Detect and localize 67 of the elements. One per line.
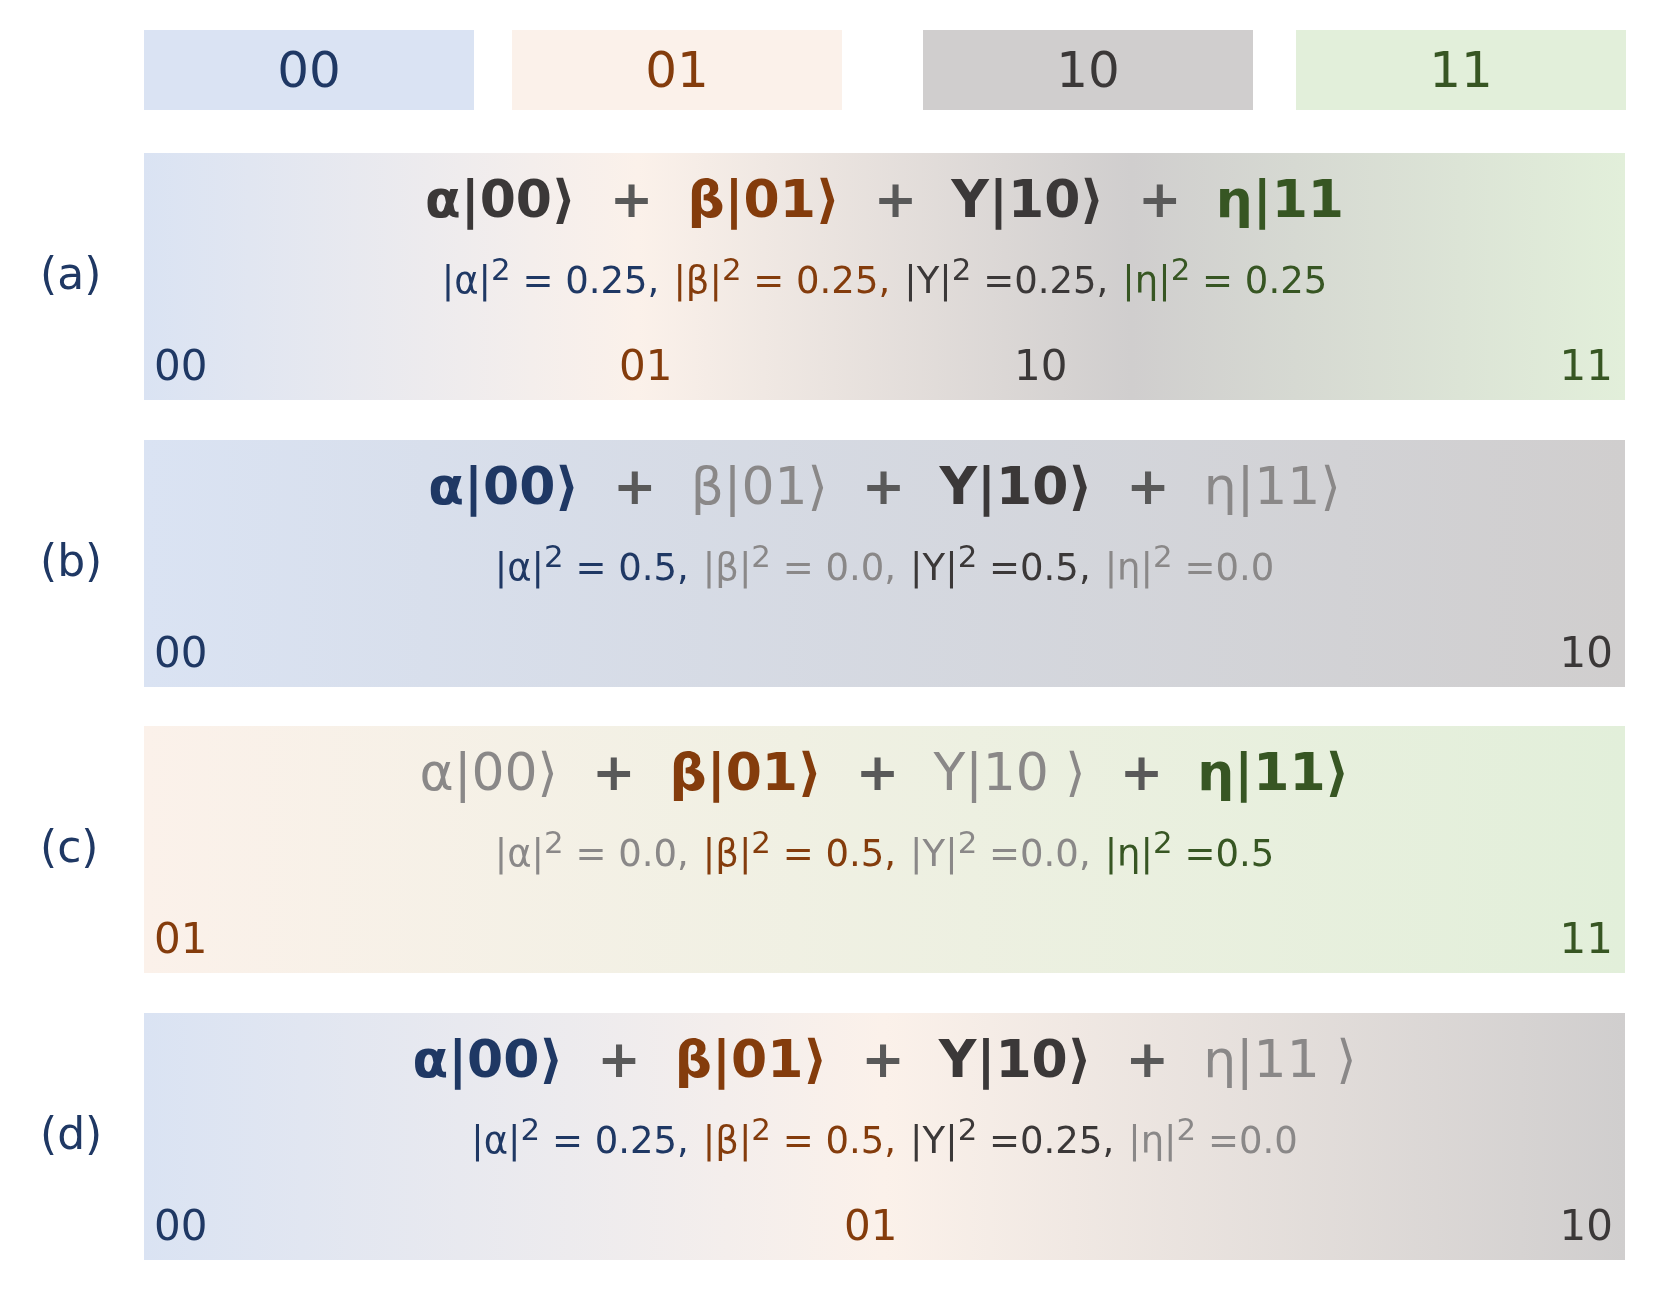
probability-text: |Y|$^{2}$ =0.5, [910,538,1091,590]
plus-sign: + [613,456,657,516]
probability-text: |α|$^{2}$ = 0.25, [441,251,660,303]
basis-label: 11 [1559,914,1613,963]
probability-text: |β|$^{2}$ = 0.5, [702,1111,897,1163]
probability-text: |Y|$^{2}$ =0.25, [904,251,1109,303]
plus-sign: + [1138,169,1182,229]
plus-sign: + [1125,1029,1170,1089]
state-term: Y|10⟩ [951,169,1105,229]
row-label: (c) [40,821,99,872]
probability-text: |η|$^{2}$ =0.5 [1104,824,1275,876]
state-term: η|11 ⟩ [1203,1029,1357,1089]
state-band [144,153,1625,400]
basis-label: 11 [1559,341,1613,390]
probability-text: |β|$^{2}$ = 0.0, [702,538,897,590]
plus-sign: + [1126,456,1170,516]
state-band [144,726,1625,973]
row-label: (b) [40,535,103,586]
plus-sign: + [873,169,918,229]
state-band [144,440,1625,687]
state-term: Y|10⟩ [938,1029,1092,1089]
plus-sign: + [597,1029,641,1089]
state-band [144,1013,1625,1260]
basis-label: 00 [154,628,208,677]
plus-sign: + [591,742,636,802]
probability-text: |η|$^{2}$ = 0.25 [1122,251,1328,303]
state-term: α|00⟩ [428,456,580,516]
basis-label: 01 [844,1201,898,1250]
basis-label: 01 [154,914,208,963]
legend-label: 00 [277,41,341,99]
state-term: β|01⟩ [674,1029,828,1089]
basis-label: 00 [154,1201,208,1250]
basis-label: 01 [619,341,673,390]
state-term: α|00⟩ [419,742,558,802]
probability-text: |η|$^{2}$ =0.0 [1104,538,1275,590]
state-term: η|11 [1215,169,1345,229]
plus-sign: + [855,742,900,802]
plus-sign: + [1119,742,1164,802]
plus-sign: + [861,456,906,516]
basis-label: 10 [1014,341,1068,390]
state-term: α|00⟩ [412,1029,564,1089]
state-term: η|11⟩ [1203,456,1341,516]
legend-label: 10 [1056,41,1120,99]
state-term: Y|10 ⟩ [933,742,1086,802]
probability-text: |α|$^{2}$ = 0.0, [494,824,689,876]
legend-label: 01 [645,41,709,99]
row-label: (a) [40,248,102,299]
probability-text: |β|$^{2}$ = 0.5, [702,824,897,876]
probability-text: |β|$^{2}$ = 0.25, [673,251,891,303]
state-term: Y|10⟩ [939,456,1093,516]
state-term: β|01⟩ [669,742,822,802]
legend-label: 11 [1429,41,1493,99]
probability-text: |Y|$^{2}$ =0.25, [910,1111,1115,1163]
state-term: α|00⟩ [424,169,576,229]
probability-text: |α|$^{2}$ = 0.25, [471,1111,689,1163]
state-term: β|01⟩ [687,169,840,229]
state-term: β|01⟩ [690,456,828,516]
probability-text: |η|$^{2}$ =0.0 [1128,1111,1298,1163]
probability-text: |α|$^{2}$ = 0.5, [494,538,689,590]
plus-sign: + [861,1029,905,1089]
row-label: (d) [40,1108,103,1159]
plus-sign: + [609,169,654,229]
basis-label: 10 [1559,628,1613,677]
probability-text: |Y|$^{2}$ =0.0, [910,824,1091,876]
basis-label: 00 [154,341,208,390]
state-term: η|11⟩ [1197,742,1350,802]
basis-label: 10 [1559,1201,1613,1250]
